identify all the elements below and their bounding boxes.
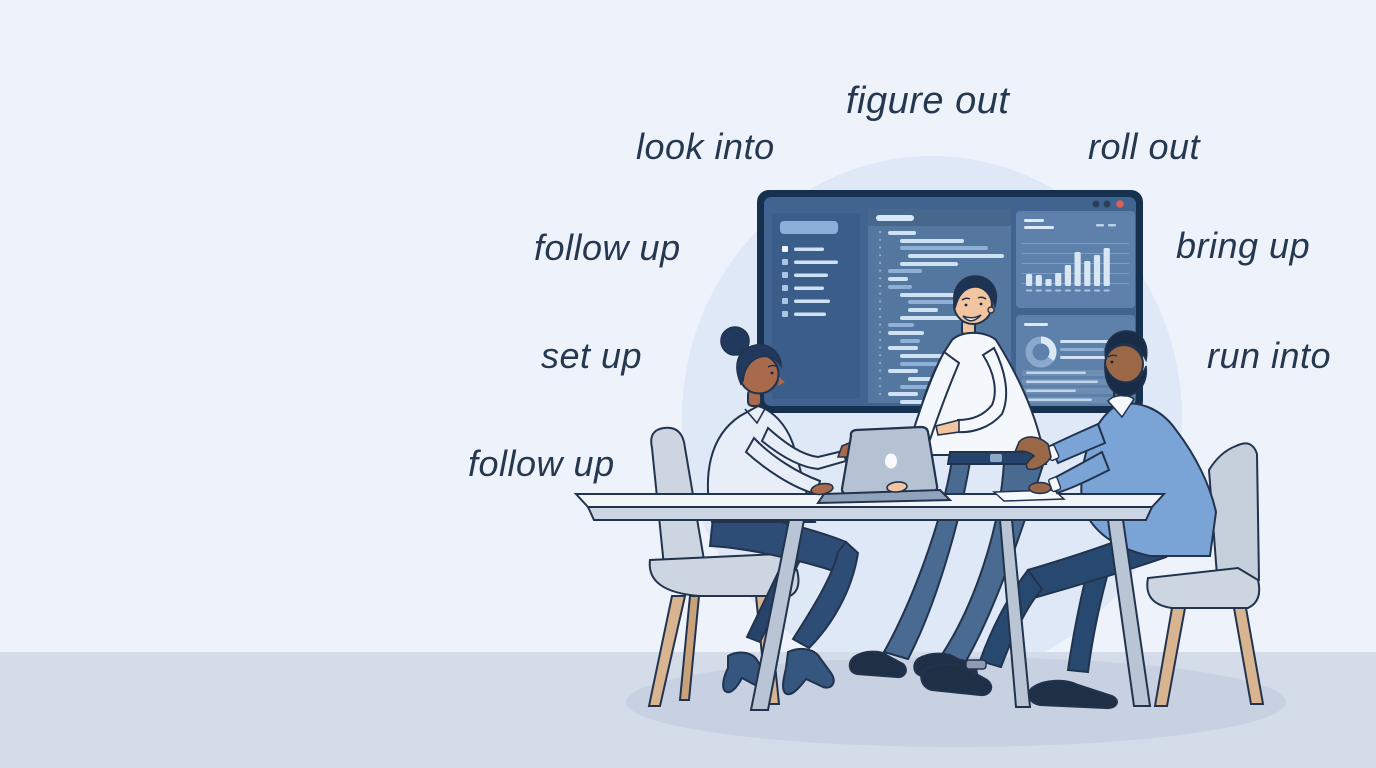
screen-sidebar <box>772 213 860 399</box>
label-roll-out: roll out <box>1088 126 1201 167</box>
resting-hand <box>1028 481 1052 495</box>
hair-bun <box>720 326 750 356</box>
smile <box>962 314 982 322</box>
hands-on-table <box>810 450 1111 496</box>
label-follow-up-2: follow up <box>468 443 615 484</box>
open-hand <box>1013 436 1052 471</box>
window-dot-icon <box>1103 200 1111 208</box>
screen-donut-panel <box>1016 315 1135 406</box>
table-edge <box>586 506 1154 521</box>
label-set-up: set up <box>541 335 643 376</box>
wall-screen-dashboard <box>757 190 1143 413</box>
resting-hand <box>886 481 908 493</box>
laptop-logo-icon <box>885 453 897 469</box>
laptop <box>816 425 953 505</box>
label-bring-up: bring up <box>1176 225 1311 266</box>
window-close-dot-icon <box>1116 200 1124 208</box>
typing-hand <box>810 482 834 496</box>
chair-right <box>1146 442 1265 707</box>
meeting-table <box>573 493 1167 711</box>
pointing-hand <box>935 418 960 436</box>
bar-chart-bars <box>1026 248 1110 292</box>
label-follow-up-1: follow up <box>534 227 681 268</box>
sidebar-header-pill <box>780 221 838 234</box>
label-run-into: run into <box>1207 335 1332 376</box>
label-look-into: look into <box>636 126 775 167</box>
label-figure-out: figure out <box>846 80 1010 122</box>
screen-bar-chart-panel <box>1016 211 1135 308</box>
window-dot-icon <box>1092 200 1100 208</box>
